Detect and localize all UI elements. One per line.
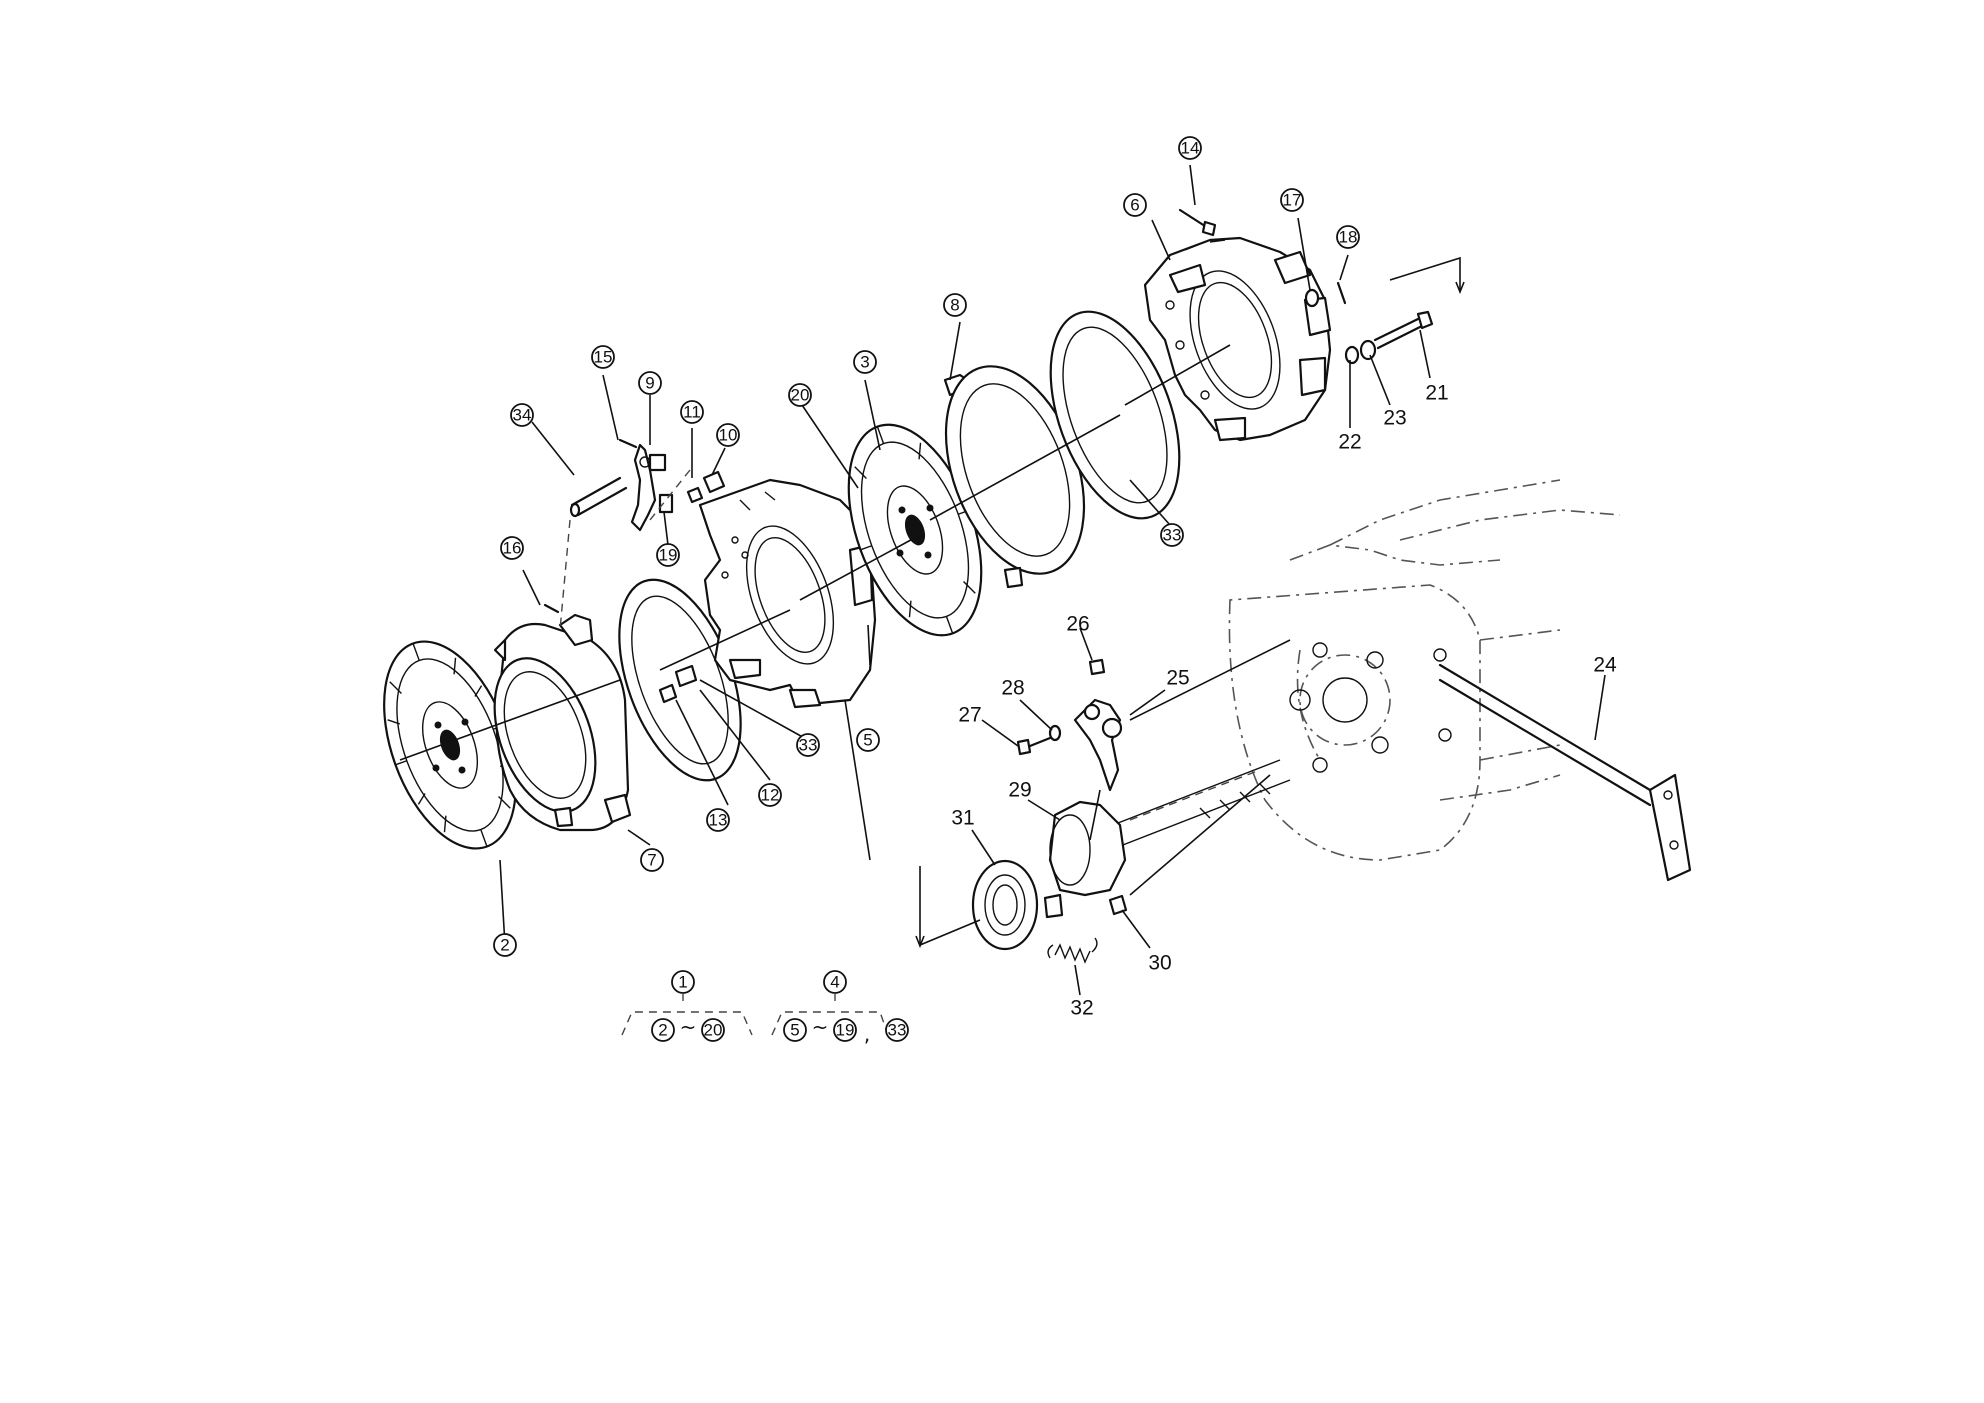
assembly-group-4: 4 5 ~ 19 , 33 bbox=[771, 970, 909, 1046]
callout-2-text: 2 bbox=[500, 936, 509, 955]
release-fork-25 bbox=[1073, 698, 1123, 792]
callout-33-right-text: 33 bbox=[1163, 526, 1182, 545]
callout-17: 17 bbox=[1280, 188, 1304, 212]
group-4-extra-text: 33 bbox=[888, 1021, 907, 1040]
release-bearing-31 bbox=[971, 859, 1039, 951]
release-hub-29 bbox=[1043, 800, 1127, 919]
label-27: 27 bbox=[958, 704, 981, 727]
callout-11: 11 bbox=[680, 400, 704, 424]
callout-16-text: 16 bbox=[503, 539, 522, 558]
washer-28 bbox=[1048, 724, 1062, 742]
release-lever-assembly bbox=[559, 438, 726, 631]
callout-7-text: 7 bbox=[647, 851, 656, 870]
bolt-26 bbox=[1088, 658, 1106, 676]
grease-fitting-30 bbox=[1108, 894, 1128, 916]
callout-2: 2 bbox=[493, 933, 517, 957]
callout-11-text: 11 bbox=[683, 403, 701, 422]
callout-19-text: 19 bbox=[659, 546, 678, 565]
label-21: 21 bbox=[1425, 382, 1448, 405]
fasteners bbox=[543, 208, 1434, 704]
input-shaft bbox=[1099, 759, 1291, 851]
callout-3-text: 3 bbox=[860, 353, 869, 372]
plate-33-right bbox=[1049, 310, 1181, 520]
transmission-housing bbox=[1228, 479, 1621, 861]
callout-6: 6 bbox=[1123, 193, 1147, 217]
spring-32 bbox=[1047, 937, 1098, 964]
callout-8: 8 bbox=[943, 293, 967, 317]
group-1-parent-text: 1 bbox=[678, 973, 687, 992]
callout-9: 9 bbox=[638, 371, 662, 395]
callout-3: 3 bbox=[853, 350, 877, 374]
group-4-parent-text: 4 bbox=[830, 973, 839, 992]
callout-15-text: 15 bbox=[594, 348, 613, 367]
callout-34: 34 bbox=[510, 403, 534, 427]
clutch-disc-3 bbox=[847, 423, 983, 637]
axis-lines bbox=[399, 256, 1465, 949]
callout-20: 20 bbox=[788, 383, 812, 407]
callout-6-text: 6 bbox=[1130, 196, 1139, 215]
callout-15: 15 bbox=[591, 345, 615, 369]
callout-17-text: 17 bbox=[1283, 191, 1302, 210]
pressure-ring-7 bbox=[493, 613, 632, 832]
callout-19: 19 bbox=[656, 543, 680, 567]
callout-14-text: 14 bbox=[1181, 139, 1200, 158]
callout-14: 14 bbox=[1178, 136, 1202, 160]
callout-9-text: 9 bbox=[645, 374, 654, 393]
callout-16: 16 bbox=[500, 536, 524, 560]
group-4-from-text: 5 bbox=[790, 1021, 799, 1040]
group-1-to-text: 20 bbox=[704, 1021, 723, 1040]
label-28: 28 bbox=[1001, 677, 1024, 700]
callout-12-text: 12 bbox=[761, 786, 780, 805]
callout-18: 18 bbox=[1336, 225, 1360, 249]
callout-5: 5 bbox=[856, 728, 880, 752]
leader-lines bbox=[499, 164, 1606, 996]
callout-13: 13 bbox=[706, 808, 730, 832]
label-31: 31 bbox=[951, 807, 974, 830]
label-26: 26 bbox=[1066, 613, 1089, 636]
label-30: 30 bbox=[1148, 952, 1171, 975]
intermediate-housing-5 bbox=[698, 478, 877, 709]
callout-5-text: 5 bbox=[863, 731, 872, 750]
label-29: 29 bbox=[1008, 779, 1031, 802]
group-4-to-text: 19 bbox=[836, 1021, 855, 1040]
callout-18-text: 18 bbox=[1339, 228, 1358, 247]
group-1-range-symbol: ~ bbox=[680, 1015, 697, 1039]
callout-13-text: 13 bbox=[709, 811, 728, 830]
label-24: 24 bbox=[1593, 654, 1617, 677]
callout-33-left: 33 bbox=[796, 733, 820, 757]
callout-20-text: 20 bbox=[791, 386, 810, 405]
callout-10: 10 bbox=[716, 423, 740, 447]
callout-7: 7 bbox=[640, 848, 664, 872]
release-shaft-24 bbox=[1438, 663, 1692, 882]
callout-12: 12 bbox=[758, 783, 782, 807]
callout-8-text: 8 bbox=[950, 296, 959, 315]
assembly-group-1: 1 2 ~ 20 bbox=[621, 970, 753, 1042]
label-32: 32 bbox=[1070, 997, 1093, 1020]
group-1-from-text: 2 bbox=[658, 1021, 667, 1040]
callout-10-text: 10 bbox=[719, 426, 738, 445]
callout-33-right: 33 bbox=[1160, 523, 1184, 547]
callout-34-text: 34 bbox=[513, 406, 532, 425]
clutch-cover-6 bbox=[1143, 236, 1332, 442]
group-4-comma-symbol: , bbox=[864, 1022, 870, 1046]
label-23: 23 bbox=[1383, 407, 1406, 430]
label-22: 22 bbox=[1338, 431, 1361, 454]
group-4-range-symbol: ~ bbox=[812, 1015, 829, 1039]
bolt-27 bbox=[1016, 736, 1052, 756]
label-25: 25 bbox=[1166, 667, 1189, 690]
callout-33-left-text: 33 bbox=[799, 736, 818, 755]
